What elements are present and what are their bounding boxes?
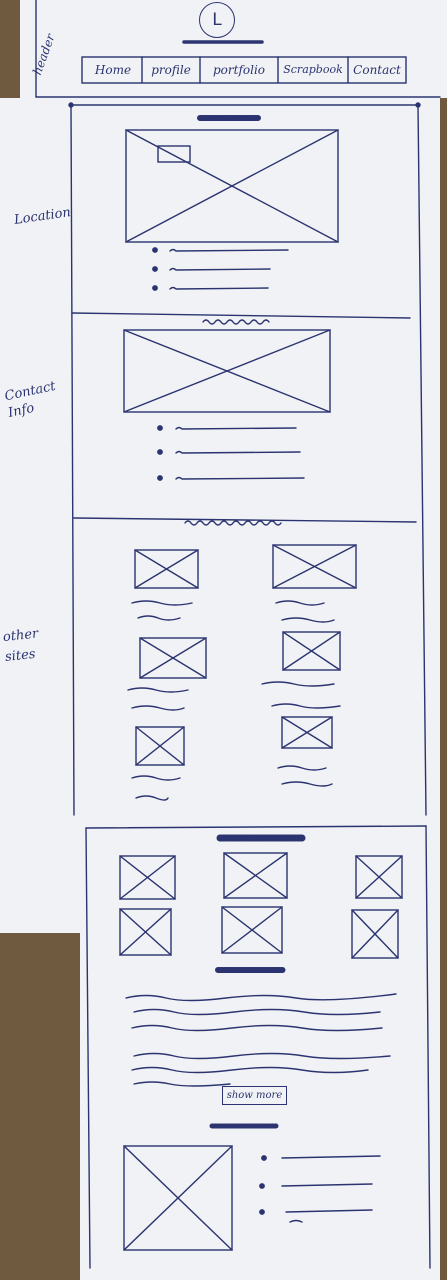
logo-circle[interactable]: L: [199, 2, 235, 38]
nav-portfolio[interactable]: portfolio: [212, 63, 266, 77]
section-label-other-sites: other sites: [2, 626, 39, 665]
main-sheet: [0, 98, 440, 933]
nav-home[interactable]: Home: [94, 63, 132, 77]
second-sheet: [80, 815, 440, 1280]
nav-contact[interactable]: Contact: [353, 63, 401, 77]
show-more-button[interactable]: show more: [222, 1086, 287, 1105]
nav-profile[interactable]: profile: [151, 63, 191, 77]
nav-scrapbook[interactable]: Scrapbook: [283, 63, 343, 76]
